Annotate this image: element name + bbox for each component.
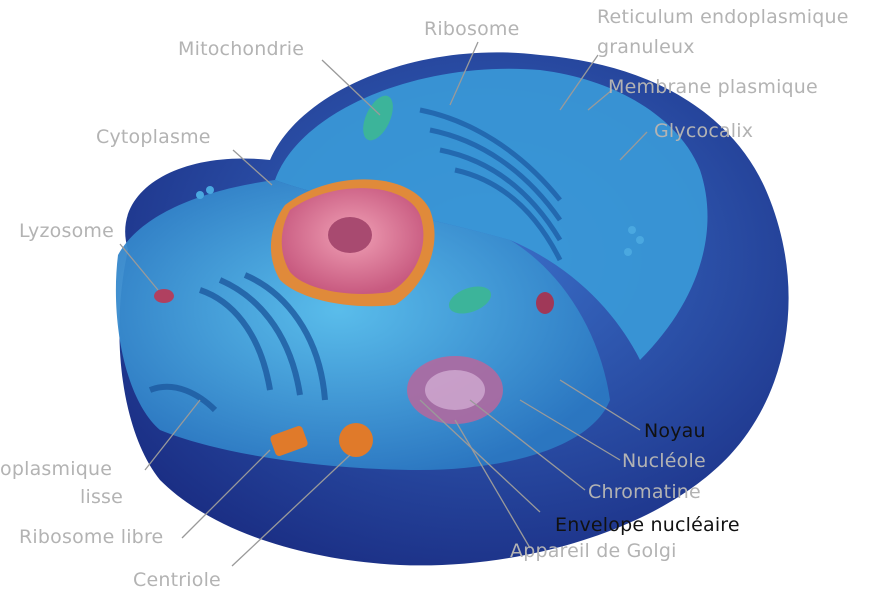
label-mitochondrie: Mitochondrie [178,38,304,60]
label-reticulum-granuleux-line1: Reticulum endoplasmique [597,6,849,28]
label-cytoplasme: Cytoplasme [96,126,211,148]
label-lyzosome: Lyzosome [19,220,114,242]
lysosome-shape [154,289,174,303]
lysosome-shape-2 [536,292,554,314]
label-reticulum-lisse-line2: lisse [80,486,123,508]
label-nucleole: Nucléole [622,450,706,472]
label-ribosome: Ribosome [424,18,520,40]
nucleolus-shape [328,217,372,253]
label-noyau: Noyau [644,420,706,442]
label-membrane-plasmique: Membrane plasmique [608,76,818,98]
label-reticulum-lisse-line1: oplasmique [0,458,112,480]
label-glycocalix: Glycocalix [654,120,753,142]
label-reticulum-granuleux-line2: granuleux [597,36,695,58]
label-appareil-golgi: Appareil de Golgi [510,540,677,562]
label-chromatine: Chromatine [588,481,701,503]
label-centriole: Centriole [133,569,221,591]
label-envelope-nucleaire: Envelope nucléaire [555,514,740,536]
label-ribosome-libre: Ribosome libre [19,526,163,548]
